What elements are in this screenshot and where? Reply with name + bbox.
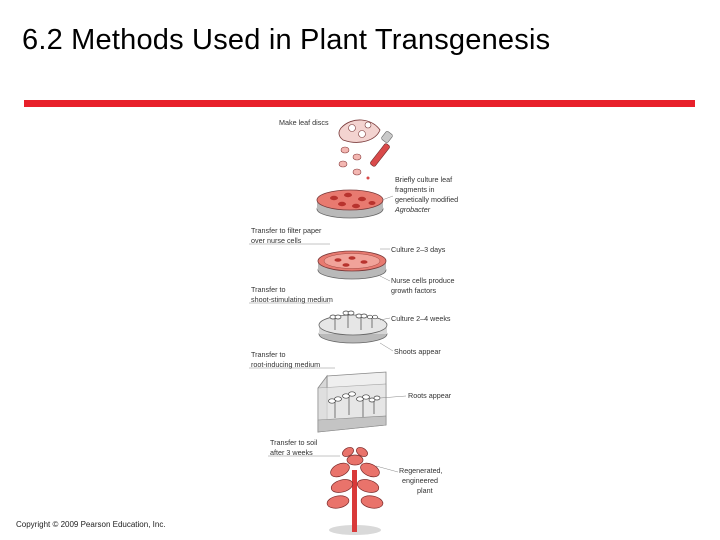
label-culture-2-3-days: Culture 2–3 days <box>391 245 446 254</box>
label-regenerated-2: engineered <box>402 476 438 485</box>
label-briefly-culture-3: genetically modified <box>395 195 458 204</box>
label-culture-2-4-weeks: Culture 2–4 weeks <box>391 314 451 323</box>
label-transfer-root-2: root-inducing medium <box>251 360 320 369</box>
label-transfer-soil-1: Transfer to soil <box>270 438 318 447</box>
label-agrobacter: Agrobacter <box>394 205 431 214</box>
label-nurse-cells-1: Nurse cells produce <box>391 276 455 285</box>
label-transfer-filter-2: over nurse cells <box>251 236 302 245</box>
label-transfer-root-1: Transfer to <box>251 350 285 359</box>
label-transfer-filter-1: Transfer to filter paper <box>251 226 322 235</box>
label-roots-appear: Roots appear <box>408 391 452 400</box>
root-medium-box <box>317 371 387 433</box>
label-regenerated-1: Regenerated, <box>399 466 443 475</box>
pipette-icon <box>366 131 393 180</box>
title-divider <box>24 100 695 107</box>
culture-dish-agrobacter <box>316 189 384 219</box>
label-transfer-shoot-2: shoot-stimulating medium <box>251 295 333 304</box>
slide-title: 6.2 Methods Used in Plant Transgenesis <box>22 24 551 56</box>
label-nurse-cells-2: growth factors <box>391 286 437 295</box>
culture-dish-nurse-cells <box>317 250 387 280</box>
label-transfer-shoot-1: Transfer to <box>251 285 285 294</box>
label-transfer-soil-2: after 3 weeks <box>270 448 313 457</box>
label-regenerated-3: plant <box>417 486 433 495</box>
label-shoots-appear: Shoots appear <box>394 347 441 356</box>
regenerated-plant-icon <box>326 447 384 535</box>
label-briefly-culture-1: Briefly culture leaf <box>395 175 452 184</box>
label-make-leaf-discs: Make leaf discs <box>279 118 329 127</box>
copyright-notice: Copyright © 2009 Pearson Education, Inc. <box>16 520 166 529</box>
label-briefly-culture-2: fragments in <box>395 185 435 194</box>
leaf-disc-group <box>338 146 362 176</box>
culture-dish-shoots <box>318 310 388 344</box>
leader-lines <box>249 195 407 473</box>
leaf-icon <box>338 119 381 143</box>
